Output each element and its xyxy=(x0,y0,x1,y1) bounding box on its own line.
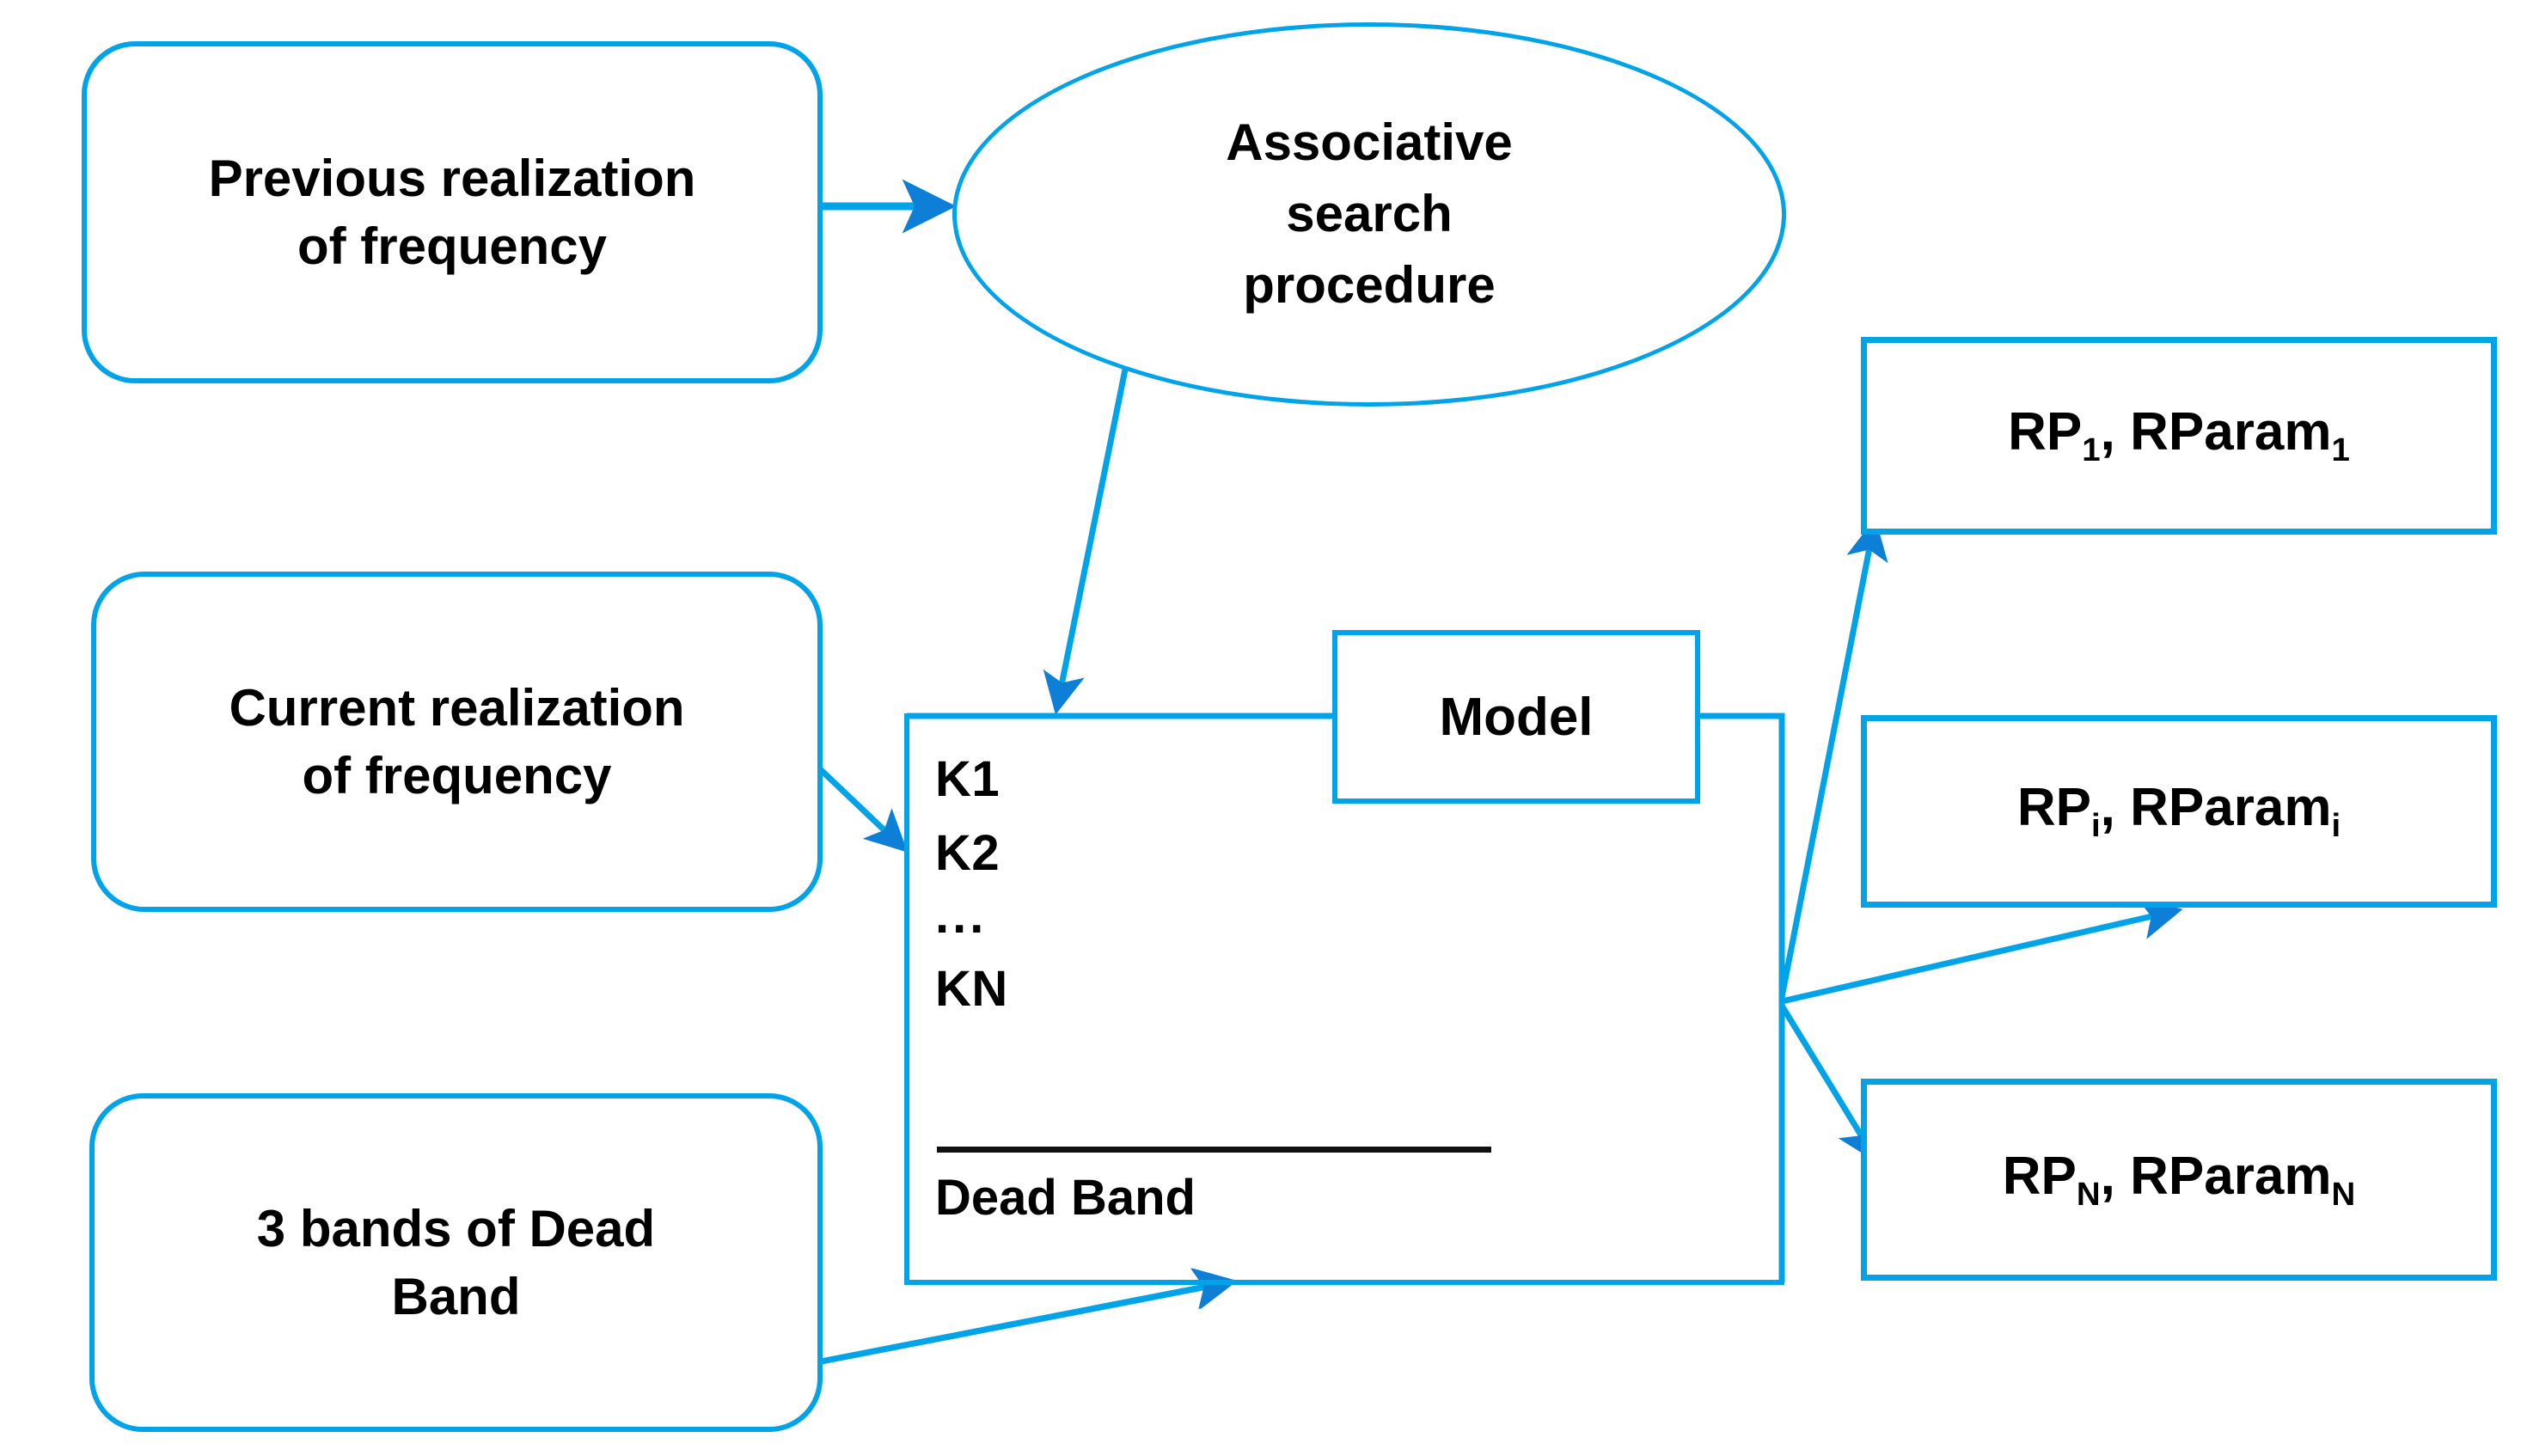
arrow-klist-to-rp-1 xyxy=(1778,517,1888,998)
previous-realization-line-2: of frequency xyxy=(297,217,608,275)
arrow-klist-to-rp-n xyxy=(1779,1004,1879,1164)
node-previous-realization-label: Previous realization of frequency xyxy=(209,144,696,280)
previous-realization-line-1: Previous realization xyxy=(208,149,696,207)
list-item-ellipsis: ... xyxy=(935,888,988,944)
rp-i-sub-1: i xyxy=(2090,807,2101,845)
arrow-deadband-to-klist-seg xyxy=(816,1268,1236,1366)
associative-search-line-2: search xyxy=(1286,185,1453,243)
associative-search-line-1: Associative xyxy=(1226,113,1513,172)
rp-1-base-2: RParam xyxy=(2130,402,2332,462)
rp-n-sub-1: N xyxy=(2076,1176,2101,1214)
rp-i-base-1: RP xyxy=(2016,778,2091,838)
node-previous-realization[interactable]: Previous realization of frequency xyxy=(82,41,823,383)
output-rp-1-label: RP1, RParam1 xyxy=(2008,401,2350,469)
rp-i-base-2: RParam xyxy=(2130,778,2332,838)
rp-n-separator: , xyxy=(2100,1146,2131,1206)
rp-1-sub-2: 1 xyxy=(2331,431,2350,469)
arrow-deadband-to-klist xyxy=(812,1268,1238,1367)
list-item: K1 xyxy=(935,751,1000,807)
arrow-search-to-klist xyxy=(1043,364,1129,715)
node-current-realization[interactable]: Current realization of frequency xyxy=(91,572,823,912)
list-item: K2 xyxy=(935,825,1000,881)
node-model-label: Model xyxy=(1439,687,1594,747)
node-associative-search[interactable]: Associative search procedure xyxy=(952,22,1786,407)
arrow-klist-to-rp-i xyxy=(1781,897,2183,1005)
rp-n-base-1: RP xyxy=(2002,1146,2077,1206)
output-rp-i-label: RPi, RParami xyxy=(2017,777,2340,845)
node-dead-band-source[interactable]: 3 bands of Dead Band xyxy=(89,1093,823,1432)
node-associative-search-label: Associative search procedure xyxy=(1226,107,1513,321)
node-model[interactable]: Model xyxy=(1332,630,1700,804)
dead-band-source-line-1: 3 bands of Dead xyxy=(256,1199,656,1257)
rp-i-sub-2: i xyxy=(2331,807,2341,845)
node-output-rp-1[interactable]: RP1, RParam1 xyxy=(1861,337,2497,535)
dead-band-source-line-2: Band xyxy=(391,1268,521,1325)
current-realization-line-1: Current realization xyxy=(229,678,685,737)
list-item: KN xyxy=(935,960,1008,1017)
associative-search-line-3: procedure xyxy=(1243,255,1496,314)
rp-n-sub-2: N xyxy=(2331,1176,2356,1214)
rp-1-base-1: RP xyxy=(2008,402,2083,462)
rp-n-base-2: RParam xyxy=(2130,1146,2332,1206)
rp-1-separator: , xyxy=(2100,402,2131,462)
rp-1-sub-1: 1 xyxy=(2082,431,2101,469)
rp-i-separator: , xyxy=(2100,778,2131,838)
node-output-rp-n[interactable]: RPN, RParamN xyxy=(1861,1079,2497,1281)
current-realization-line-2: of frequency xyxy=(302,747,612,804)
k-list-items: K1 K2 ... KN xyxy=(935,755,1008,1038)
k-list-dead-band-label: Dead Band xyxy=(935,1170,1196,1226)
k-list-divider xyxy=(937,1147,1491,1153)
node-output-rp-i[interactable]: RPi, RParami xyxy=(1861,715,2497,908)
node-current-realization-label: Current realization of frequency xyxy=(229,674,684,810)
node-dead-band-source-label: 3 bands of Dead Band xyxy=(257,1195,655,1331)
output-rp-n-label: RPN, RParamN xyxy=(2003,1146,2355,1214)
